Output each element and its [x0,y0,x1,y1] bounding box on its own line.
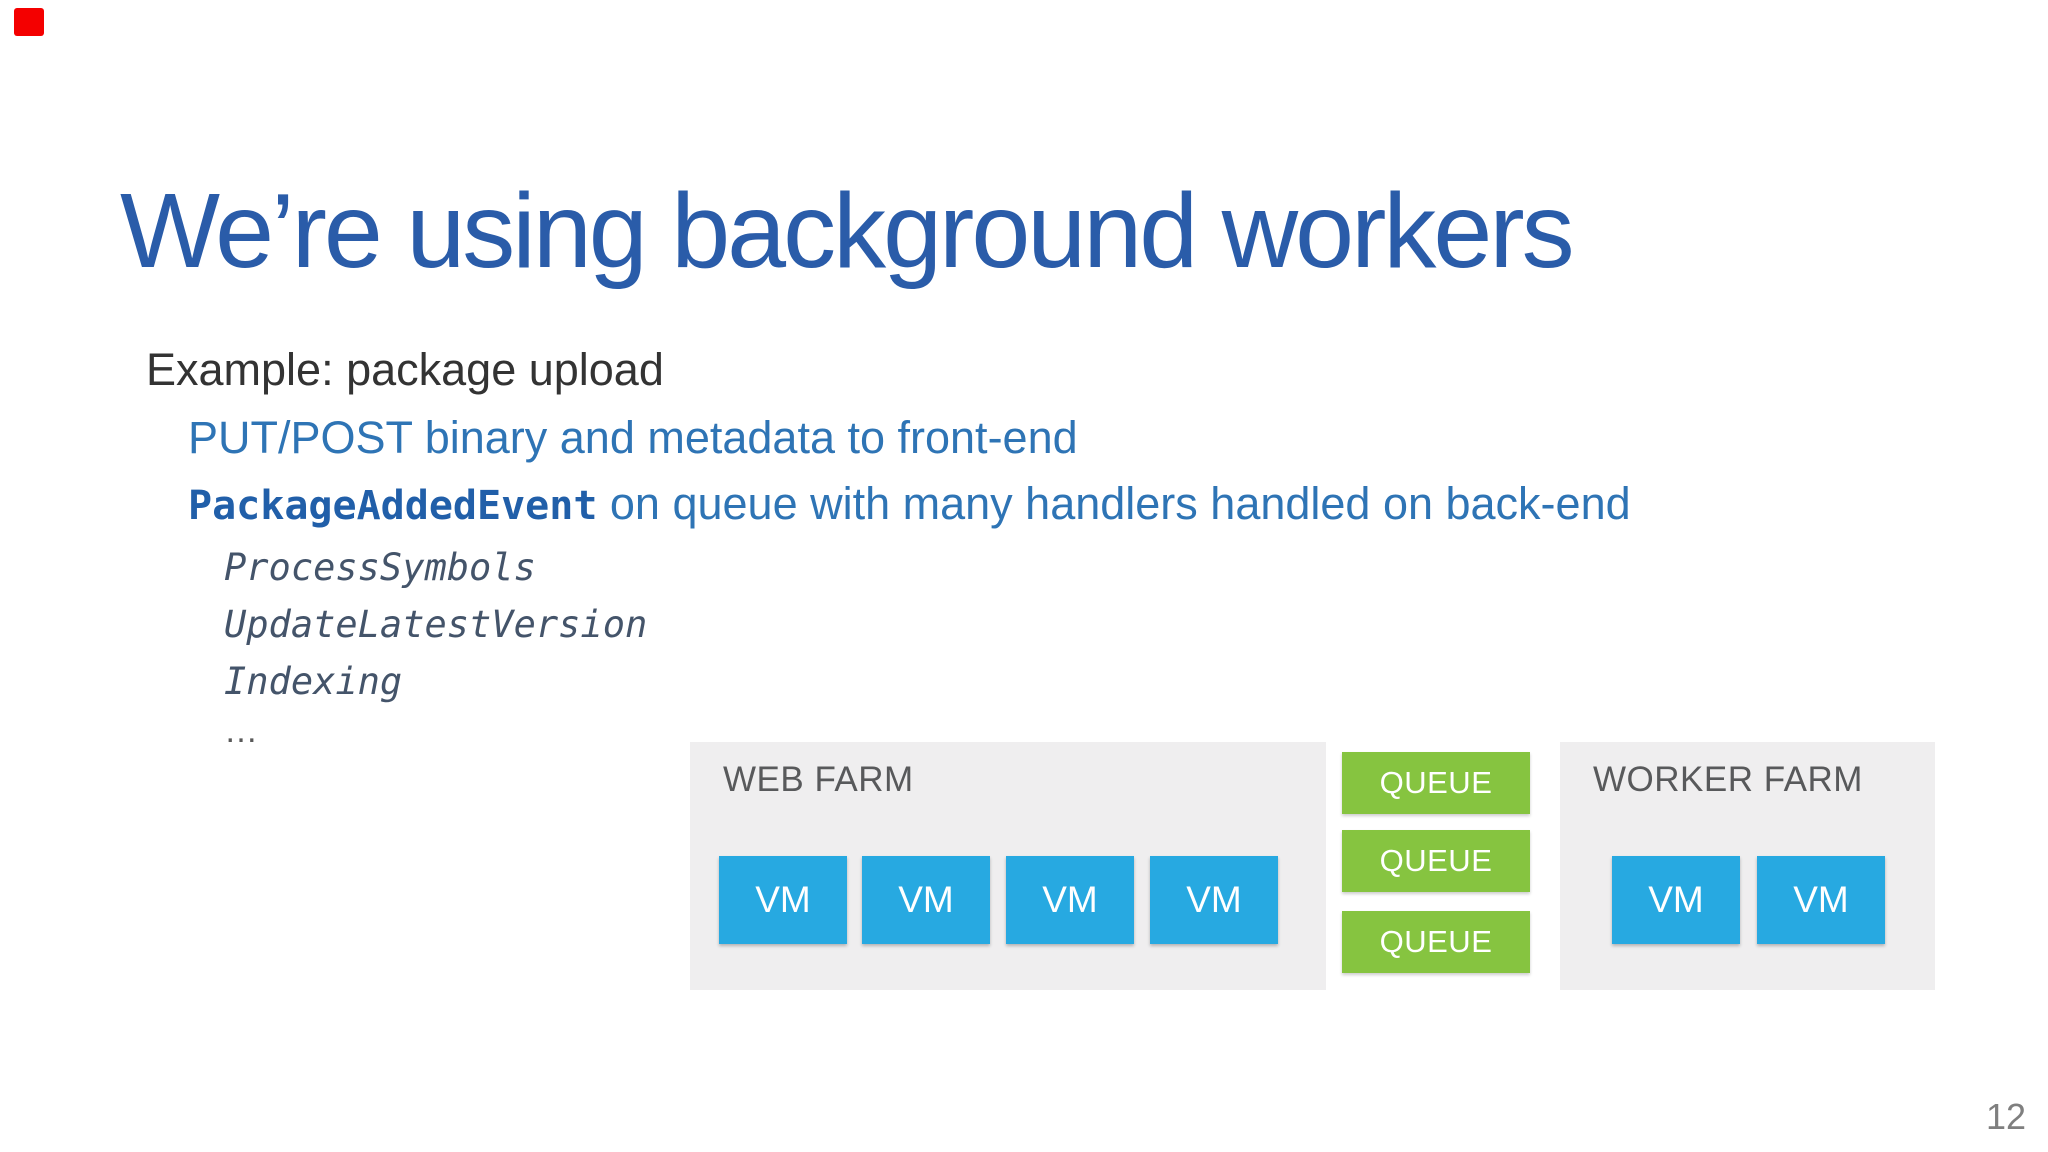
web-farm-vm: VM [1150,856,1278,944]
web-farm-vm: VM [719,856,847,944]
example-label: Example: package upload [146,344,664,395]
worker-farm-vm: VM [1612,856,1740,944]
event-rest-text: on queue with many handlers handled on b… [597,478,1631,529]
web-farm-vm: VM [1006,856,1134,944]
handler-update-latest-version: UpdateLatestVersion [224,603,648,646]
queue-box: QUEUE [1342,830,1530,892]
handler-indexing: Indexing [224,660,403,703]
handlers-ellipsis: … [224,712,258,750]
package-added-event-line: PackageAddedEvent on queue with many han… [188,478,1631,530]
worker-farm-panel: WORKER FARM VM VM [1560,742,1935,990]
event-code-text: PackageAddedEvent [188,483,598,529]
worker-farm-label: WORKER FARM [1593,760,1863,799]
red-corner-marker [14,8,44,36]
web-farm-vm: VM [862,856,990,944]
web-farm-panel: WEB FARM VM VM VM VM [690,742,1326,990]
queue-box: QUEUE [1342,752,1530,814]
worker-farm-vm: VM [1757,856,1885,944]
queue-box: QUEUE [1342,911,1530,973]
page-number: 12 [1985,1096,2026,1137]
slide-title: We’re using background workers [120,172,1575,291]
web-farm-label: WEB FARM [723,760,914,799]
put-post-line: PUT/POST binary and metadata to front-en… [188,412,1078,463]
handler-process-symbols: ProcessSymbols [224,546,536,589]
